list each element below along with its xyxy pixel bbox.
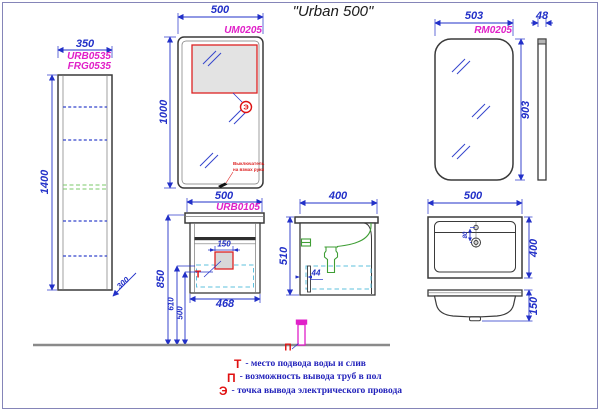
mirror-rm-thickness-dim: 48	[535, 10, 549, 22]
cabinet-height-dim: 1400	[39, 169, 51, 195]
vanity-height-mid-dim: 610	[166, 297, 176, 311]
mirror-um-code: UM0205	[224, 25, 262, 36]
floor-pipe	[297, 323, 306, 346]
drawing-title: "Urban 500"	[292, 3, 374, 20]
drain-pipe	[336, 225, 372, 248]
electric-point-marker: Э	[243, 102, 249, 112]
mirror-rm	[434, 18, 553, 181]
vanity-height-total-dim: 850	[155, 269, 167, 289]
sink-front	[427, 289, 533, 322]
legend-text-pipes: - возможность вывода труб в пол	[239, 372, 382, 383]
legend-row-water: Т- место подвода воды и слив	[234, 355, 366, 373]
mirror-rm-code: RM0205	[474, 24, 512, 36]
vanity-front	[164, 198, 265, 346]
sink-height-dim: 150	[528, 296, 540, 315]
cabinet-width-dim: 350	[75, 38, 95, 50]
floor-and-pipe	[33, 319, 390, 350]
vanity-inner-width-dim: 468	[215, 298, 235, 310]
hand-wave-switch-icon	[218, 182, 228, 188]
vanity-height-low-dim: 500	[175, 306, 185, 320]
vanity-side-offset-dim: 44	[311, 268, 321, 278]
legend-key-water: Т	[234, 356, 242, 371]
vanity-width-dim: 500	[214, 190, 234, 202]
cabinet-code-1: URB0535	[67, 51, 111, 62]
legend-row-pipes: П- возможность вывода труб в пол	[227, 369, 382, 387]
drain-stub	[469, 316, 481, 322]
mirror-rm-width-dim: 503	[464, 10, 484, 22]
legend-key-pipes: П	[227, 370, 236, 385]
floor-pipe-marker: П	[284, 342, 292, 353]
legend-text-electric: - точка вывода электрического провода	[231, 385, 403, 396]
electric-point-circle	[239, 100, 253, 114]
water-supply-zone	[214, 251, 234, 270]
mirror-um-width-dim: 500	[210, 4, 230, 16]
sink-hole-offset-dim: 80	[463, 231, 469, 239]
legend-key-electric: Э	[219, 383, 228, 398]
sink-width-dim: 500	[463, 190, 483, 202]
sink-depth-dim: 400	[528, 238, 540, 257]
mirror-rm-height-dim: 903	[520, 100, 532, 120]
legend-row-electric: Э- точка вывода электрического провода	[219, 382, 402, 400]
switch-note-line2: на взмах руки	[233, 166, 265, 172]
mirror-um-front	[164, 13, 264, 189]
sink-top	[427, 199, 533, 279]
vanity-cutout-dim: 150	[217, 239, 231, 249]
mirror-um-height-dim: 1000	[158, 99, 170, 125]
siphon	[323, 246, 339, 274]
vanity-side-depth-dim: 400	[328, 190, 348, 202]
floor-pipe-cap	[295, 319, 308, 325]
cabinet-code-2: FRG0535	[67, 61, 111, 72]
tall-cabinet-front	[47, 46, 137, 297]
vanity-code: URB0105	[216, 202, 260, 213]
water-point-marker: Т	[194, 269, 202, 281]
vanity-side-height-dim: 510	[278, 246, 290, 266]
vanity-side	[286, 199, 379, 296]
legend-text-water: - место подвода воды и слив	[245, 358, 366, 369]
switch-note-line1: Выключатель	[233, 161, 265, 166]
